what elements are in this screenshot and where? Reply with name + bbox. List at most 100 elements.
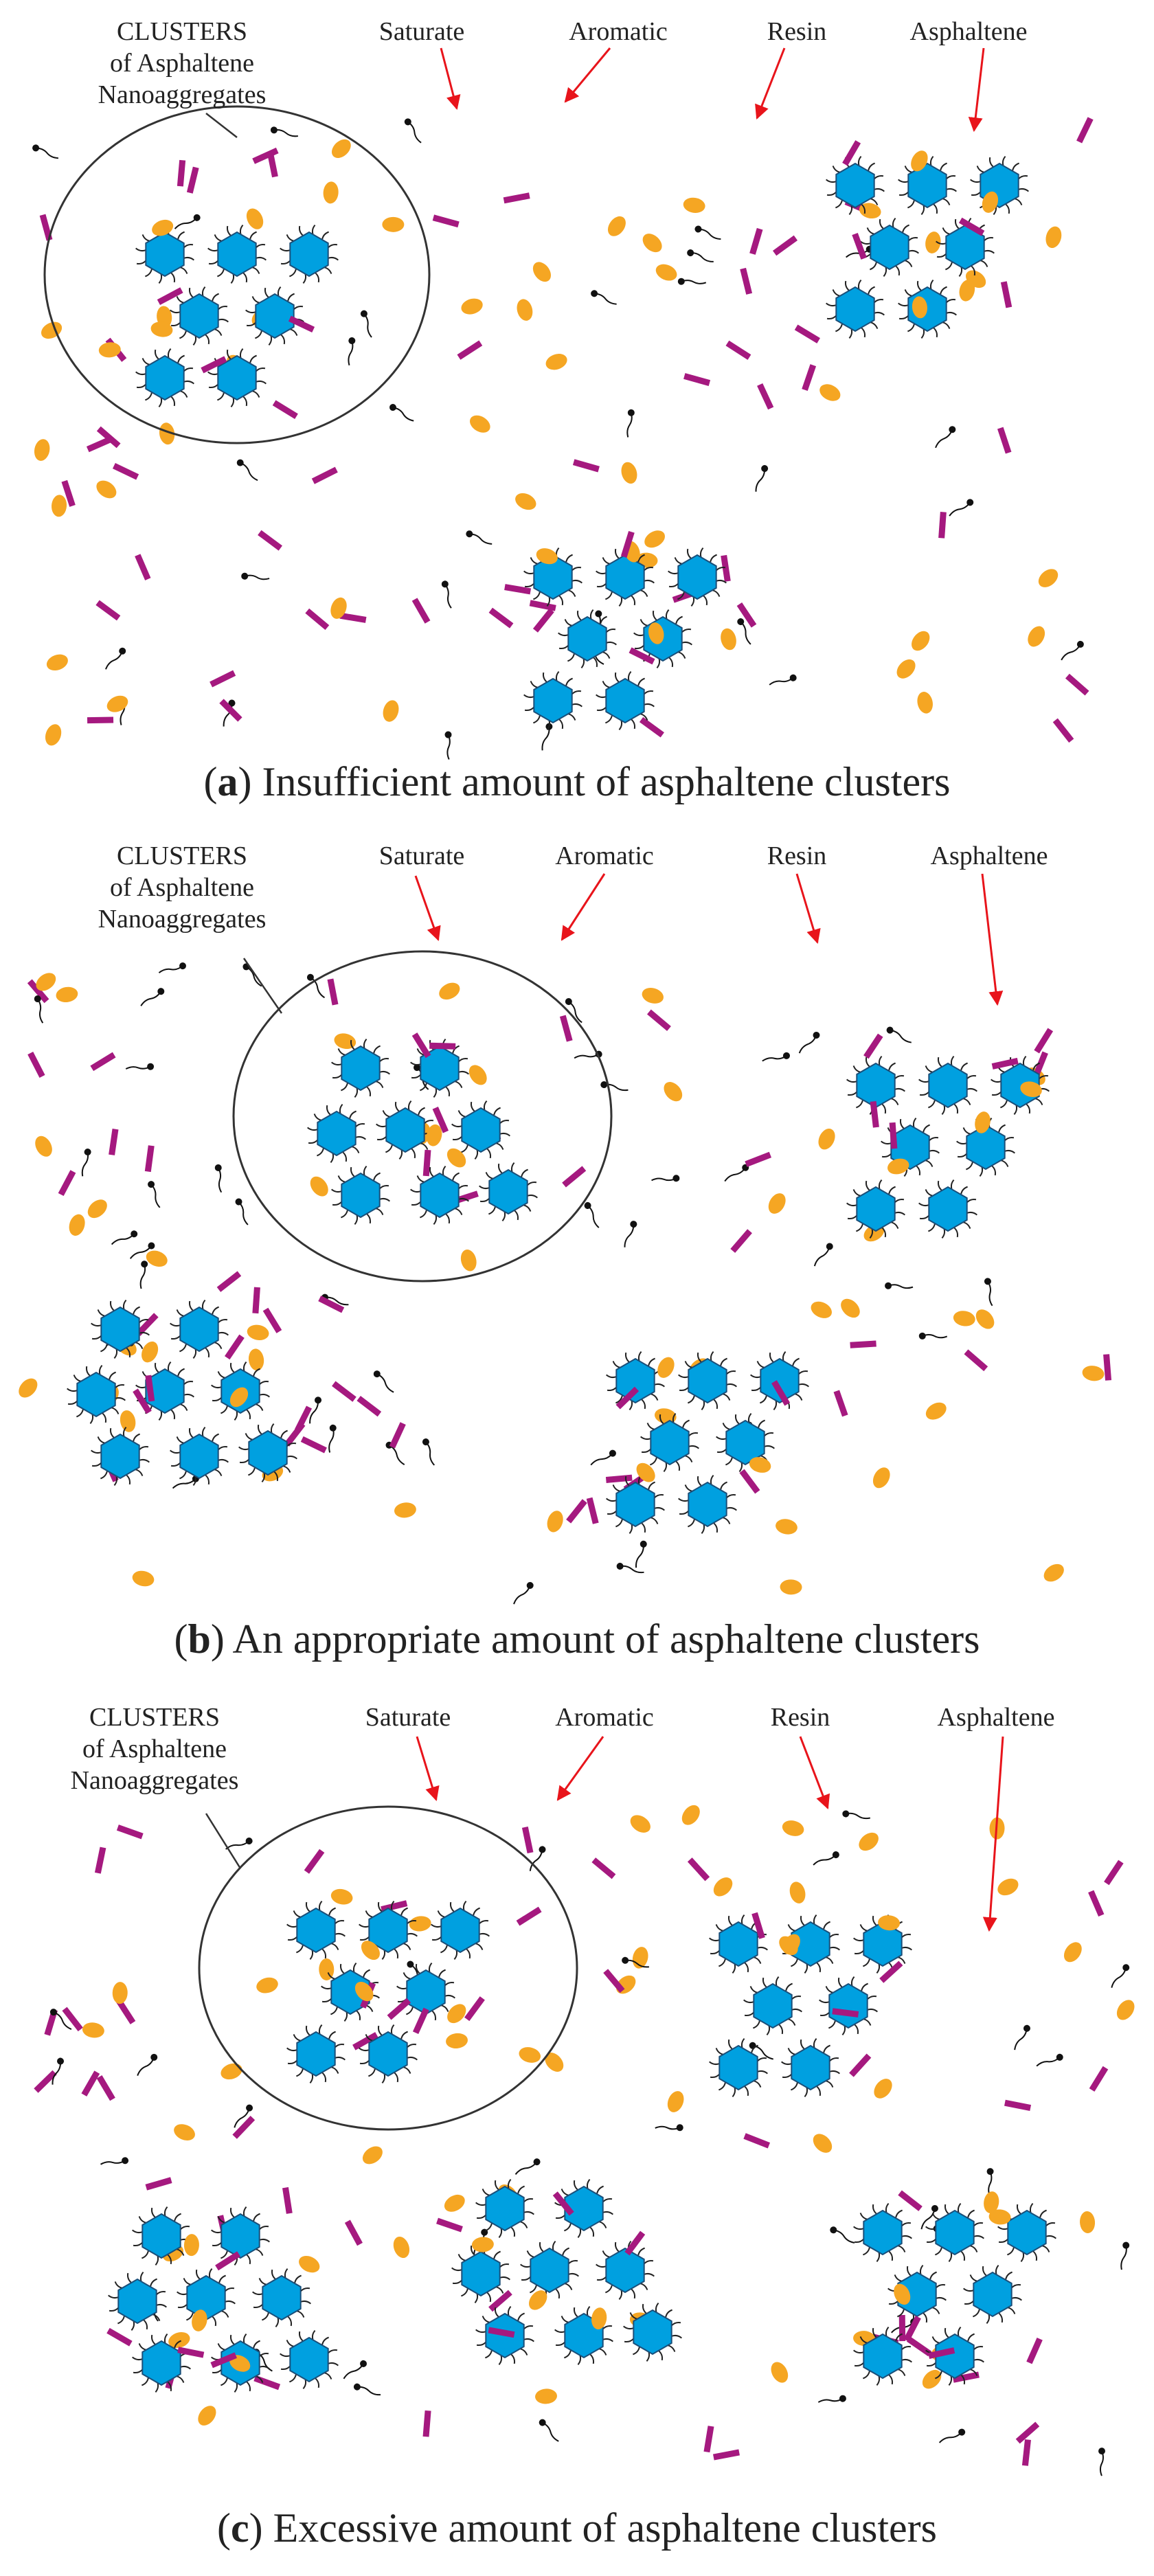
saturate-molecule [1052, 718, 1074, 743]
resin-molecule [309, 1397, 322, 1424]
saturate-molecule [903, 2316, 921, 2342]
asphaltene-molecule [523, 671, 582, 730]
aromatic-molecule [132, 1570, 155, 1587]
saturate-molecule [96, 2075, 115, 2101]
aromatic-molecule [310, 1176, 328, 1197]
saturate-molecule [743, 2133, 771, 2149]
caption-c: (c) Excessive amount of asphaltene clust… [217, 2505, 937, 2551]
aromatic-molecule [607, 216, 626, 236]
saturate-molecule [186, 166, 199, 194]
resin-molecule [830, 2226, 855, 2244]
asphaltene-molecule [596, 2241, 655, 2300]
saturate-molecule [629, 647, 655, 665]
resin-molecule [624, 1221, 637, 1247]
saturate-molecule [488, 607, 514, 629]
asphaltene-molecule [331, 1039, 390, 1098]
asphaltene-molecule [286, 2024, 346, 2083]
aromatic-molecule [247, 1324, 269, 1340]
asphaltene-molecule [170, 286, 229, 346]
saturate-molecule [586, 1497, 599, 1524]
asphaltene-molecule [307, 1104, 366, 1163]
saturate-molecule [304, 1849, 325, 1874]
resin-molecule [235, 1198, 249, 1225]
saturate-molecule [357, 1396, 382, 1417]
aromatic-molecule [220, 2063, 242, 2080]
saturate-molecule [135, 554, 151, 580]
saturate-molecule [215, 2251, 241, 2271]
asphaltene-molecule [410, 1039, 469, 1098]
aromatic-molecule [636, 1462, 655, 1482]
aromatic-molecule [361, 1941, 380, 1961]
saturate-molecule [272, 400, 298, 420]
aromatic-molecule [789, 1882, 806, 1903]
resin-molecule [348, 337, 356, 366]
asphaltene-cluster [67, 1300, 297, 1486]
saturate-molecule [772, 235, 798, 256]
resin-molecule [687, 249, 714, 262]
aromatic-molecule [894, 2283, 911, 2305]
asphaltene-molecule [743, 1976, 802, 2035]
saturate-molecule [352, 2032, 378, 2050]
saturate-label: Saturate [379, 841, 465, 870]
saturate-molecule [1104, 1860, 1124, 1886]
saturate-molecule [751, 1912, 765, 1939]
asphaltene-molecule [451, 1100, 510, 1160]
aromatic-molecule [330, 1888, 353, 1905]
aromatic-molecule [683, 197, 705, 213]
aromatic-molecule [644, 530, 665, 548]
saturate-molecule [504, 584, 532, 595]
caption-b: (b) An appropriate amount of asphaltene … [174, 1616, 980, 1662]
aromatic-molecule [98, 342, 121, 358]
saturate-molecule [958, 217, 985, 236]
saturate-molecule [842, 140, 861, 166]
aromatic-molecule [383, 700, 399, 722]
aromatic-molecule [515, 493, 536, 510]
clusters-label-line1: CLUSTERS [89, 1703, 220, 1732]
saturate-molecule [267, 150, 278, 178]
aromatic-molecule [393, 2236, 410, 2259]
asphaltene-molecule [359, 2024, 418, 2083]
saturate-molecule [81, 2070, 100, 2097]
asphaltene-molecule [475, 2179, 534, 2238]
saturate-molecule [1088, 1890, 1105, 1917]
asphaltene-molecule [132, 2206, 191, 2266]
aromatic-molecule [975, 1309, 995, 1329]
saturate-molecule [624, 2230, 646, 2256]
aromatic-molecule [330, 597, 347, 619]
aromatic-molecule [1043, 1563, 1064, 1582]
asphaltene-molecule [207, 348, 267, 407]
asphaltene-molecule [108, 2272, 167, 2331]
resin-molecule [466, 530, 493, 545]
saturate-molecule [34, 2070, 57, 2093]
asphaltene-molecule [678, 1475, 737, 1534]
asphaltene-molecule [170, 1300, 229, 1359]
aromatic-molecule [912, 296, 927, 319]
resin-molecule [52, 2057, 65, 2085]
aromatic-molecule [394, 1502, 416, 1518]
asphaltene-molecule [280, 225, 339, 284]
saturate-molecule [562, 1166, 587, 1188]
saturate-molecule [516, 1906, 542, 1926]
saturate-molecule [1065, 673, 1089, 696]
aromatic-molecule [917, 692, 933, 714]
asphaltene-molecule [135, 348, 194, 407]
asphaltene-label: Asphaltene [910, 17, 1028, 46]
aromatic-molecule [354, 1981, 374, 2002]
asphaltene-molecule [135, 225, 194, 284]
asphaltene-arrow [982, 1736, 1004, 1932]
aromatic-molecule [982, 191, 999, 213]
asphaltene-molecule [91, 1300, 150, 1359]
aromatic-molecule [642, 234, 662, 253]
resin-molecule [137, 2053, 158, 2076]
aromatic-molecule [439, 982, 460, 1000]
resin-molecule [81, 1149, 91, 1177]
aromatic-molecule [517, 299, 533, 321]
saturate-molecule [288, 315, 315, 333]
saturate-molecule [683, 373, 711, 386]
resin-molecule [513, 1582, 534, 1605]
aromatic-molecule [667, 2091, 684, 2112]
aromatic-molecule [859, 203, 881, 219]
resin-molecule [984, 1278, 993, 1307]
aromatic-molecule [323, 181, 339, 204]
aromatic-molecule [87, 1199, 107, 1219]
